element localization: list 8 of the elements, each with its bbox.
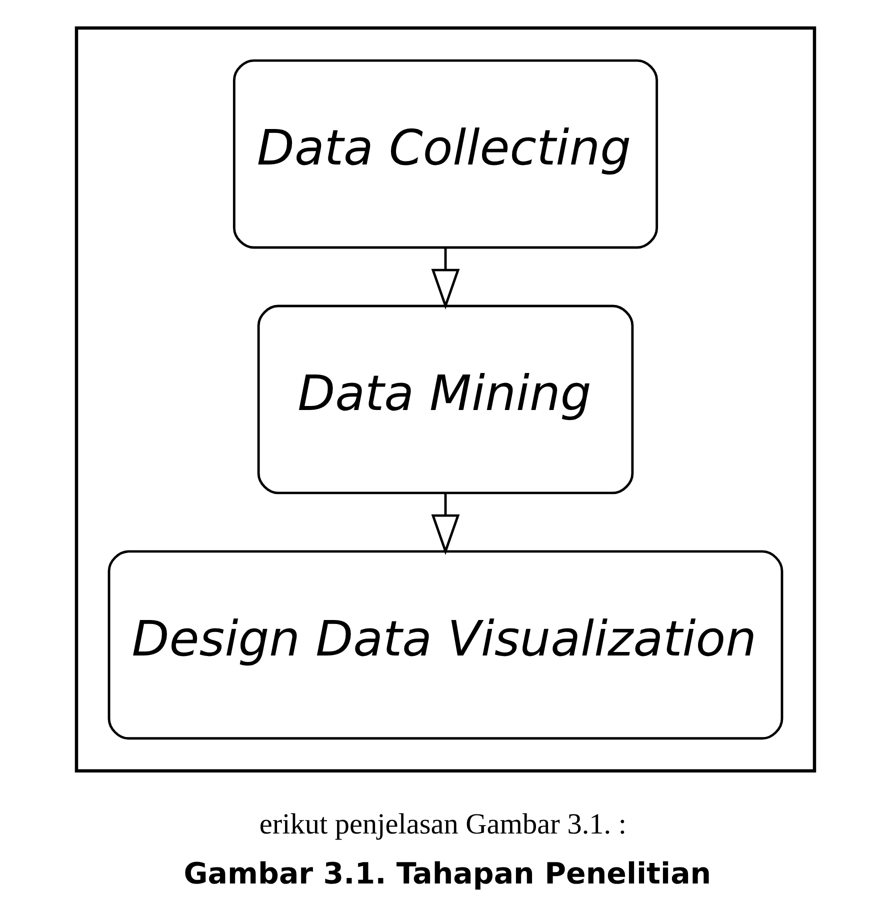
arrow xyxy=(430,493,460,555)
caption: Gambar 3.1. Tahapan Penelitian xyxy=(183,856,711,891)
node-box: Data Collecting xyxy=(232,59,658,249)
arrow xyxy=(430,248,460,310)
label: erikut penjelasan Gambar 3.1. : xyxy=(258,808,626,840)
node-box: Data Mining xyxy=(256,304,634,494)
node-box: Design Data Visualization xyxy=(107,550,783,740)
cluster xyxy=(74,26,816,773)
